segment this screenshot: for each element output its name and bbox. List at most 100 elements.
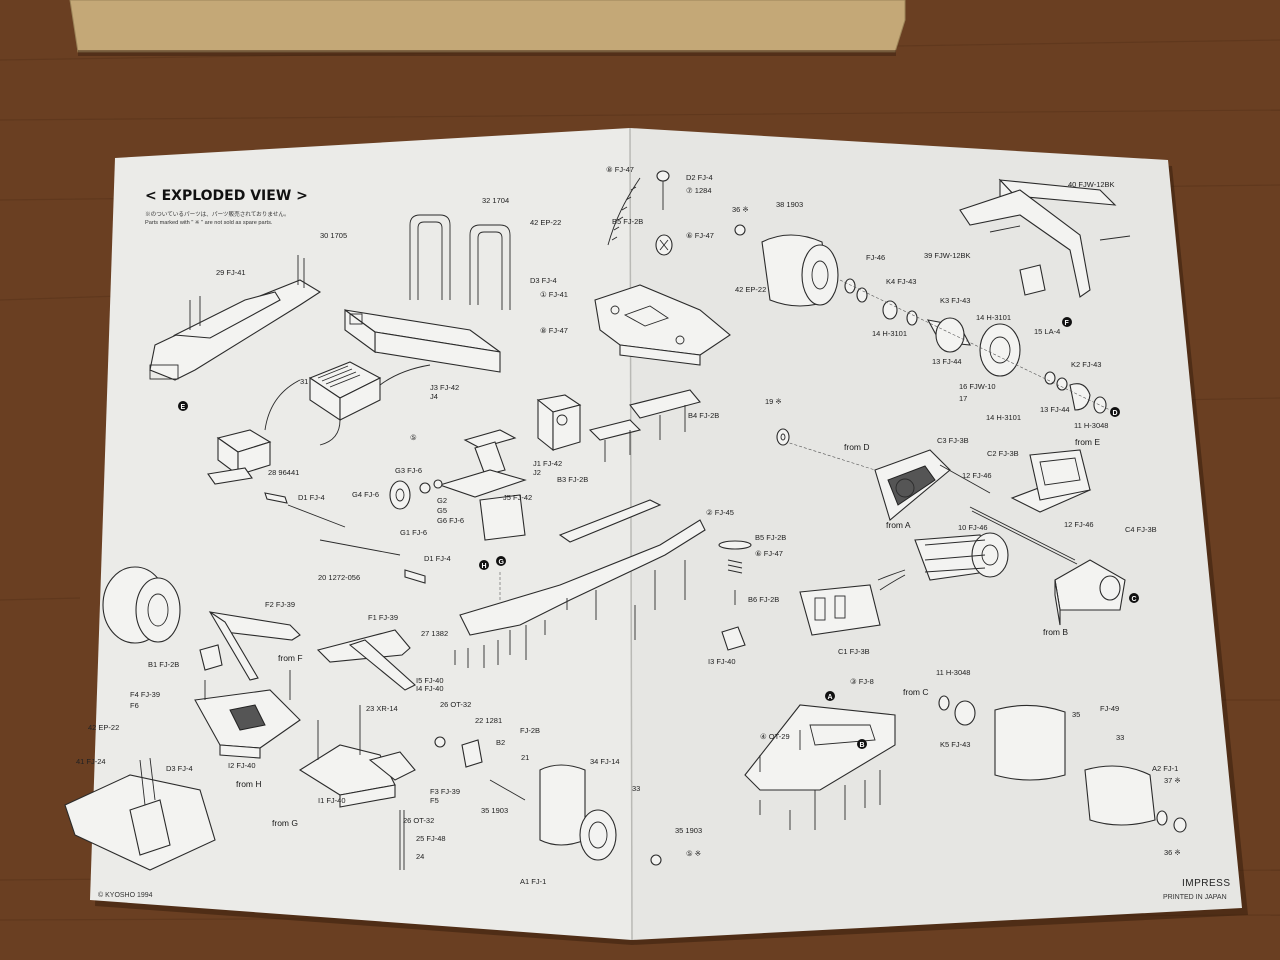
label: 35 1903 — [481, 806, 508, 815]
label: 30 1705 — [320, 231, 347, 240]
label: J4 — [430, 392, 438, 401]
svg-text:B: B — [860, 742, 865, 749]
label: ④ OT-29 — [760, 732, 790, 741]
speed-controller — [264, 361, 431, 446]
front-wing — [64, 757, 216, 871]
label: ⑧ FJ-47 — [540, 326, 568, 335]
label: D1 FJ-4 — [424, 554, 451, 563]
label: D2 FJ-4 — [686, 173, 713, 182]
label: ① FJ-41 — [540, 290, 568, 299]
label: 42 EP-22 — [530, 218, 561, 227]
axle-shafts — [939, 464, 1078, 565]
label: 21 — [521, 753, 529, 762]
note-jp: ※のついているパーツは、パーツ販売されておりません。 — [145, 210, 290, 218]
label: FJ-46 — [866, 253, 885, 262]
label: B3 FJ-2B — [557, 475, 588, 484]
rear-wing-mount — [959, 178, 1131, 298]
label: D3 FJ-4 — [530, 276, 557, 285]
label: ③ FJ-8 — [850, 677, 874, 686]
label: 35 — [1072, 710, 1080, 719]
label: 35 1903 — [675, 826, 702, 835]
lower-chassis-plate — [459, 499, 706, 636]
label: 14 H-3101 — [986, 413, 1021, 422]
label: 15 LA-4 — [1034, 327, 1060, 336]
stub-axle-parts — [434, 736, 483, 768]
label: 20 1272-056 — [318, 573, 360, 582]
label: F1 FJ-39 — [368, 613, 398, 622]
label: F4 FJ-39 — [130, 690, 160, 699]
label: 14 H-3101 — [872, 329, 907, 338]
motor-mount — [779, 439, 951, 521]
label: 26 OT-32 — [403, 816, 434, 825]
svg-text:A: A — [828, 694, 833, 701]
rear-axle-assembly — [839, 278, 1111, 414]
label: I4 FJ-40 — [416, 684, 444, 693]
label: I2 FJ-40 — [228, 761, 256, 770]
battery-pack — [344, 308, 501, 373]
battery-posts — [588, 389, 701, 462]
battery-strap-2 — [469, 224, 511, 310]
steering-knuckle-left — [199, 644, 223, 671]
label: 13 FJ-44 — [1040, 405, 1070, 414]
label: G1 FJ-6 — [400, 528, 427, 537]
label: C3 FJ-3B — [937, 436, 969, 445]
label: 32 1704 — [482, 196, 509, 205]
label: 19 ※ — [765, 397, 782, 406]
label: K5 FJ-43 — [940, 740, 970, 749]
label: B2 — [496, 738, 505, 747]
label: ⑤ ※ — [686, 849, 701, 858]
printed-in-japan: PRINTED IN JAPAN — [1163, 894, 1227, 901]
label: from H — [236, 779, 262, 789]
cardboard-box — [69, 0, 906, 53]
label: 11 H-3048 — [936, 668, 970, 677]
svg-text:D: D — [1113, 410, 1118, 417]
label: G3 FJ-6 — [395, 466, 422, 475]
label: 25 FJ-48 — [416, 834, 446, 843]
label: B6 FJ-2B — [748, 595, 779, 604]
label: F5 — [430, 796, 439, 805]
label: 12 FJ-46 — [1064, 520, 1094, 529]
label: C2 FJ-3B — [987, 449, 1019, 458]
label: ⑧ FJ-47 — [606, 165, 634, 174]
model-name: IMPRESS — [1182, 878, 1231, 889]
marker-c: C — [1129, 593, 1139, 603]
label: J1 FJ-42 — [533, 459, 562, 468]
label: D1 FJ-4 — [298, 493, 325, 502]
svg-text:C: C — [1132, 596, 1137, 603]
label: I3 FJ-40 — [708, 657, 736, 666]
label: K4 FJ-43 — [886, 277, 916, 286]
pinion-gear — [776, 428, 790, 446]
note-en: Parts marked with " ※ " are not sold as … — [145, 219, 273, 226]
label: 28 96441 — [268, 468, 299, 477]
hub-k5 — [938, 695, 976, 726]
label: from C — [903, 687, 929, 697]
label: 22 1281 — [475, 716, 502, 725]
label: F2 FJ-39 — [265, 600, 295, 609]
label: from D — [844, 442, 870, 452]
label: 42 EP-22 — [735, 285, 766, 294]
copyright-text: © KYOSHO 1994 — [98, 891, 153, 899]
label: I5 FJ-40 — [416, 676, 444, 685]
label: 42 EP-22 — [88, 723, 119, 732]
rear-sub-plate — [744, 704, 896, 791]
label: 16 FJW-10 — [959, 382, 996, 391]
label: 13 FJ-44 — [932, 357, 962, 366]
label: G6 FJ-6 — [437, 516, 464, 525]
marker-a: A — [825, 691, 835, 701]
label: 14 H-3101 — [976, 313, 1011, 322]
marker-h: H — [479, 560, 489, 570]
rear-tire-top — [734, 224, 839, 307]
marker-f: E — [178, 401, 188, 411]
label: K3 FJ-43 — [940, 296, 970, 305]
svg-text:F: F — [1065, 320, 1070, 327]
label: 29 FJ-41 — [216, 268, 246, 277]
label: G4 FJ-6 — [352, 490, 379, 499]
marker-b: B — [857, 739, 867, 749]
label: 36 ※ — [732, 205, 749, 214]
main-chassis-plate — [149, 255, 322, 381]
bracket-c2 — [1010, 449, 1092, 513]
label: I1 FJ-40 — [318, 796, 346, 805]
front-bulkhead — [194, 670, 301, 759]
label: 41 FJ-24 — [76, 757, 106, 766]
